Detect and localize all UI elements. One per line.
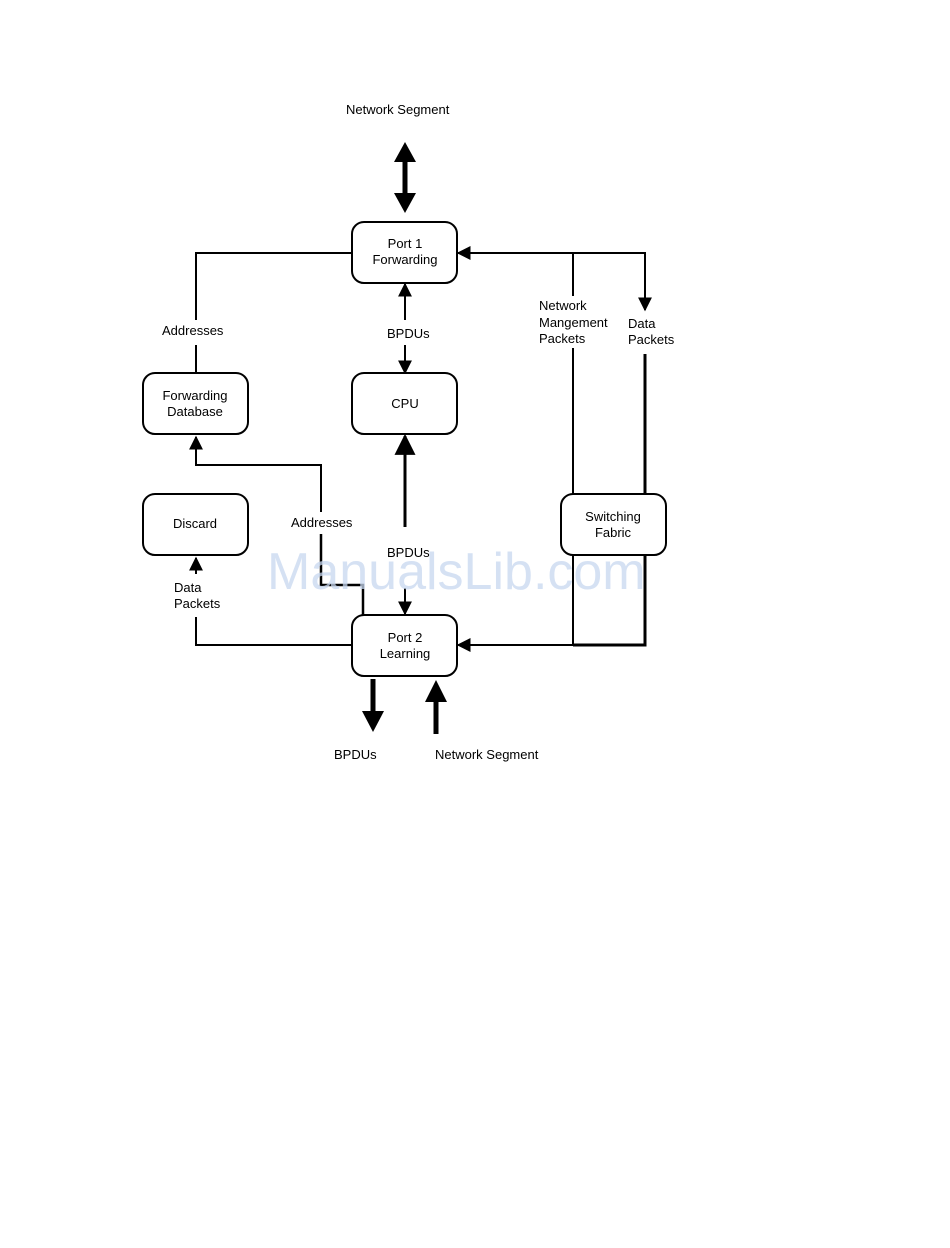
cpu-label: CPU — [391, 396, 418, 411]
network-segment-top-label: Network Segment — [346, 102, 450, 117]
port2-line2: Learning — [380, 646, 431, 661]
svg-text:Packets: Packets — [628, 332, 675, 347]
network-segment-bottom-arrow — [425, 680, 447, 734]
bpdus-bottom-arrow — [362, 679, 384, 732]
forwarding-database-line2: Database — [167, 404, 223, 419]
discard-label: Discard — [173, 516, 217, 531]
bpdus-bottom-label: BPDUs — [334, 747, 377, 762]
network-management-packets-label: Network Mangement Packets — [539, 298, 608, 346]
network-segment-top-arrow — [394, 142, 416, 213]
watermark-text: ManualsLib.com — [267, 543, 646, 601]
port1-line1: Port 1 — [388, 236, 423, 251]
data-packets-left-label: Data Packets — [174, 580, 221, 611]
data-packets-right-label: Data Packets — [628, 316, 675, 347]
port2-line1: Port 2 — [388, 630, 423, 645]
discard-box: Discard — [143, 494, 248, 555]
svg-text:Packets: Packets — [539, 331, 586, 346]
network-segment-bottom-label: Network Segment — [435, 747, 539, 762]
bpdus-upper-label: BPDUs — [387, 326, 430, 341]
switching-fabric-line2: Fabric — [595, 525, 632, 540]
forwarding-database-box: Forwarding Database — [143, 373, 248, 434]
discard-line — [196, 617, 352, 645]
addresses-left-label: Addresses — [162, 323, 224, 338]
svg-text:Mangement: Mangement — [539, 315, 608, 330]
addresses-line-top — [196, 253, 352, 320]
forwarding-database-line1: Forwarding — [162, 388, 227, 403]
svg-text:Data: Data — [174, 580, 202, 595]
port2-box: Port 2 Learning — [352, 615, 457, 676]
port1-line2: Forwarding — [372, 252, 437, 267]
port1-box: Port 1 Forwarding — [352, 222, 457, 283]
svg-text:Packets: Packets — [174, 596, 221, 611]
mgmt-line-top — [458, 253, 573, 296]
addresses-mid-label: Addresses — [291, 515, 353, 530]
svg-text:Network: Network — [539, 298, 587, 313]
switching-fabric-line1: Switching — [585, 509, 641, 524]
svg-text:Data: Data — [628, 316, 656, 331]
cpu-box: CPU — [352, 373, 457, 434]
